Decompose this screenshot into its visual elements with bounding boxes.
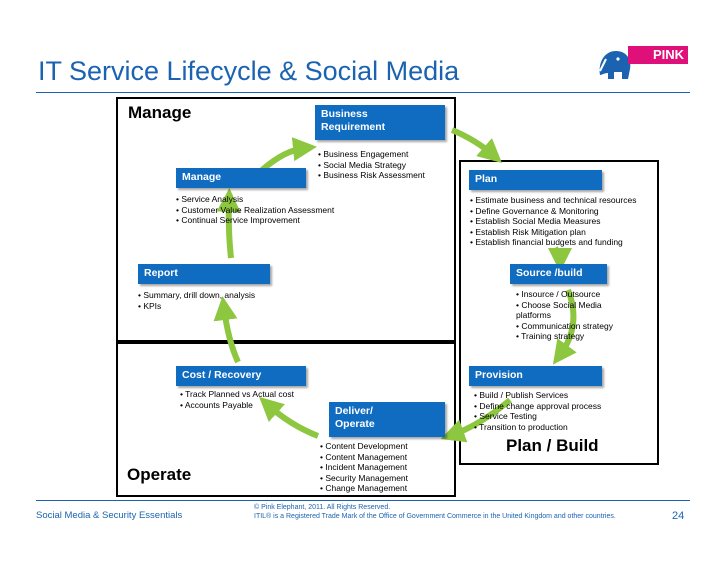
list-item: • Establish Risk Mitigation plan	[470, 226, 586, 237]
arrow-report-to-manage	[216, 188, 241, 259]
list-item: • Service Testing	[474, 411, 537, 421]
list-item: • Business Risk Assessment	[318, 170, 425, 180]
list-item: • Service Analysis	[176, 194, 244, 204]
page-number: 24	[672, 510, 685, 522]
arrow-source-to-provision	[552, 288, 577, 365]
list-item: • Establish financial budgets and fundin…	[470, 237, 623, 247]
footer-rule	[36, 500, 690, 501]
cost-recovery-bullets: • Track Planned vs Actual cost • Account…	[180, 389, 294, 410]
list-item: platforms	[516, 310, 551, 320]
deliver-operate-label-2: Operate	[335, 418, 375, 430]
list-item: • Define change approval process	[474, 400, 602, 411]
page-title: IT Service Lifecycle & Social Media	[38, 56, 460, 86]
list-item: • Content Development	[320, 441, 408, 451]
arrow-business-to-plan	[450, 127, 502, 163]
list-item: • Estimate business and technical resour…	[470, 195, 637, 205]
manage-bullets: • Service Analysis • Customer Value Real…	[176, 194, 334, 226]
business-requirement-label-2: Requirement	[321, 121, 386, 133]
plan-build-region-title: Plan / Build	[506, 436, 599, 455]
operate-region-title: Operate	[127, 465, 192, 484]
manage-box-label: Manage	[182, 171, 222, 183]
manage-box: Manage	[176, 168, 306, 188]
footer-copyright: © Pink Elephant, 2011. All Rights Reserv…	[254, 504, 391, 511]
footer-legal: © Pink Elephant, 2011. All Rights Reserv…	[254, 503, 616, 521]
deliver-operate-box: Deliver/ Operate	[329, 402, 445, 437]
provision-box-label: Provision	[475, 369, 523, 381]
list-item: • Summary, drill down, analysis	[138, 290, 256, 300]
list-item: • Communication strategy	[516, 320, 613, 331]
list-item: • Build / Publish Services	[474, 390, 569, 400]
list-item: • Incident Management	[320, 462, 408, 472]
title-rule	[36, 92, 690, 93]
brand-badge: PINK	[628, 46, 688, 64]
business-requirement-box: Business Requirement	[315, 105, 445, 140]
footer-course-title: Social Media & Security Essentials	[36, 510, 183, 521]
list-item: • Choose Social Media	[516, 299, 602, 310]
footer-trademark: ITIL® is a Registered Trade Mark of the …	[254, 513, 616, 520]
arrow-manage-to-business	[260, 137, 317, 173]
arrow-provision-to-deliver	[440, 397, 512, 443]
list-item: • Security Management	[320, 472, 409, 483]
list-item: • KPIs	[138, 300, 162, 311]
list-item: • Continual Service Improvement	[176, 215, 300, 225]
plan-bullets: • Estimate business and technical resour…	[470, 195, 636, 248]
business-requirement-label-1: Business	[321, 108, 368, 120]
list-item: • Define Governance & Monitoring	[470, 205, 599, 216]
list-item: • Training strategy	[516, 331, 585, 341]
list-item: • Business Engagement	[318, 149, 409, 159]
report-box-label: Report	[144, 267, 178, 279]
source-build-bullets: • Insource / Outsource • Choose Social M…	[516, 289, 613, 342]
plan-box-label: Plan	[475, 173, 498, 185]
manage-region-title: Manage	[128, 103, 192, 122]
deliver-operate-bullets: • Content Development • Content Manageme…	[320, 441, 408, 494]
business-requirement-bullets: • Business Engagement • Social Media Str…	[318, 149, 425, 181]
deliver-operate-label-1: Deliver/	[335, 405, 373, 417]
plan-box: Plan	[469, 170, 602, 190]
list-item: • Establish Social Media Measures	[470, 216, 601, 226]
arrow-deliver-to-cost	[259, 396, 320, 439]
list-item: • Accounts Payable	[180, 399, 253, 410]
list-item: • Transition to production	[474, 421, 568, 432]
cost-recovery-box-label: Cost / Recovery	[182, 369, 262, 381]
source-build-box-label: Source /build	[516, 267, 583, 279]
provision-bullets: • Build / Publish Services • Define chan…	[474, 390, 601, 432]
list-item: • Change Management	[320, 483, 408, 493]
elephant-icon	[596, 45, 634, 83]
provision-box: Provision	[469, 366, 602, 386]
list-item: • Track Planned vs Actual cost	[180, 389, 295, 399]
list-item: • Content Management	[320, 451, 408, 462]
cost-recovery-box: Cost / Recovery	[176, 366, 306, 386]
report-bullets: • Summary, drill down, analysis • KPIs	[138, 290, 255, 311]
arrow-cost-to-report	[213, 296, 241, 364]
arrow-plan-to-source	[547, 246, 572, 272]
source-build-box: Source /build	[510, 264, 607, 284]
list-item: • Insource / Outsource	[516, 289, 601, 299]
report-box: Report	[138, 264, 270, 284]
list-item: • Customer Value Realization Assessment	[176, 204, 335, 215]
list-item: • Social Media Strategy	[318, 159, 407, 170]
